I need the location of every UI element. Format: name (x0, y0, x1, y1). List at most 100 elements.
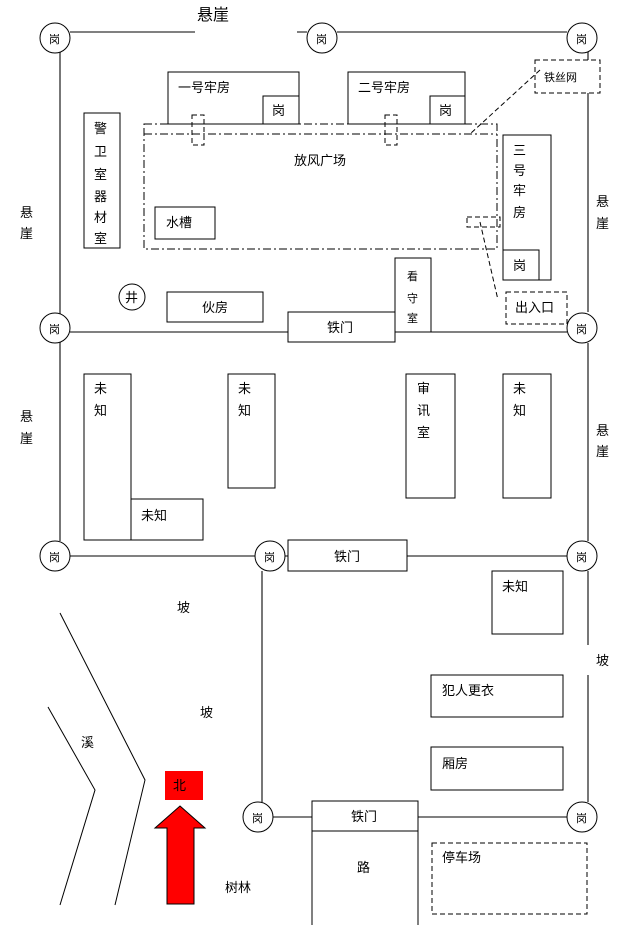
text: 器 (94, 190, 107, 205)
text: 室 (94, 231, 107, 247)
text: 未知 (502, 579, 528, 595)
iron-gate-1 (287, 311, 396, 343)
text: 知 (238, 403, 251, 419)
trough-label: 水槽 (166, 216, 192, 231)
text: 审 (417, 382, 430, 397)
exit (505, 291, 568, 325)
guard-label: 岗 (439, 104, 452, 119)
well (118, 283, 146, 311)
gate-label: 铁门 (351, 810, 377, 825)
guard-posts: 岗岗岗岗岗岗岗岗岗岗 (39, 22, 598, 833)
water-trough (154, 206, 216, 240)
text: 守 (407, 291, 418, 305)
guard-label: 岗 (49, 551, 60, 564)
guard-label: 岗 (252, 812, 263, 825)
guard-equipment-room (83, 112, 121, 249)
text: 知 (513, 403, 526, 419)
iron-gate-3 (311, 800, 419, 832)
text: 牢 (513, 184, 526, 199)
text: 停车场 (442, 850, 481, 866)
guard-post (566, 22, 598, 54)
text: 崖 (20, 432, 33, 447)
text: 房 (513, 205, 526, 221)
guard-post (254, 540, 286, 572)
text: 警 (94, 121, 107, 137)
wire-label: 铁丝网 (544, 71, 577, 84)
side-room (430, 746, 564, 791)
guard-post (39, 22, 71, 54)
parking-lot (431, 842, 588, 915)
text: 未 (238, 382, 251, 397)
guard-label: 岗 (513, 259, 526, 274)
text: 树林 (225, 881, 251, 896)
text: 看 (407, 269, 418, 283)
guard-label: 岗 (576, 812, 587, 825)
road-label: 路 (357, 860, 370, 876)
guard-label: 岗 (316, 33, 327, 46)
watch-room (394, 257, 432, 333)
yard-label: 放风广场 (294, 154, 346, 169)
guard-label: 岗 (576, 323, 587, 336)
unknown-building-5 (491, 570, 564, 635)
exercise-yard (143, 123, 498, 250)
text: 号 (513, 164, 526, 179)
guard-post (306, 22, 338, 54)
exit-label: 出入口 (515, 301, 554, 316)
guard-post (566, 312, 598, 344)
text: 未 (513, 382, 526, 397)
stream-banks (47, 612, 146, 906)
text: 卫 (94, 145, 107, 160)
unknown-building-2 (130, 498, 204, 541)
cell-2-label: 二号牢房 (358, 80, 410, 96)
guard-label: 岗 (49, 323, 60, 336)
guard-post (39, 312, 71, 344)
guard-label: 岗 (576, 33, 587, 46)
guard-label: 岗 (49, 33, 60, 46)
text: 讯 (417, 404, 430, 419)
kitchen (166, 291, 264, 323)
text: 坡 (177, 601, 190, 616)
text: 悬 (596, 424, 609, 439)
text: 未 (94, 382, 107, 397)
text: 厢房 (442, 756, 468, 772)
text: 犯人更衣 (442, 683, 494, 699)
text: 悬 (20, 206, 33, 221)
guard-post (39, 540, 71, 572)
guard-label: 岗 (272, 104, 285, 119)
text: 悬 (20, 410, 33, 425)
text: 未知 (141, 508, 167, 524)
gate-label: 铁门 (334, 550, 360, 565)
text: 坡 (596, 654, 609, 669)
kitchen-label: 伙房 (202, 300, 228, 316)
text: 崖 (20, 227, 33, 242)
wire-fence (534, 59, 601, 94)
north-arrow-icon: 北 (153, 771, 207, 905)
walls (59, 31, 589, 925)
cell-1-label: 一号牢房 (178, 80, 230, 96)
north-label: 北 (173, 779, 186, 794)
text: 室 (407, 311, 418, 325)
cliff-label: 悬崖 (197, 5, 229, 24)
guard-label: 岗 (264, 551, 275, 564)
unknown-building-1 (83, 373, 132, 541)
text: 崖 (596, 217, 609, 232)
text: 室 (94, 167, 107, 183)
gate-label: 铁门 (327, 321, 353, 336)
guard-post (566, 801, 598, 833)
text: 坡 (200, 706, 213, 721)
interrogation-room (405, 373, 456, 499)
unknown-building-4 (502, 373, 552, 499)
text: 悬 (596, 195, 609, 210)
text: 溪 (81, 736, 94, 751)
text: 知 (94, 403, 107, 419)
text: 三 (513, 144, 526, 159)
guard-post (566, 540, 598, 572)
text: 崖 (596, 445, 609, 460)
well-label: 井 (125, 291, 138, 306)
changing-room (430, 674, 564, 718)
unknown-building-3 (227, 373, 276, 489)
guard-post (242, 801, 274, 833)
guard-label: 岗 (576, 551, 587, 564)
text: 室 (417, 425, 430, 441)
